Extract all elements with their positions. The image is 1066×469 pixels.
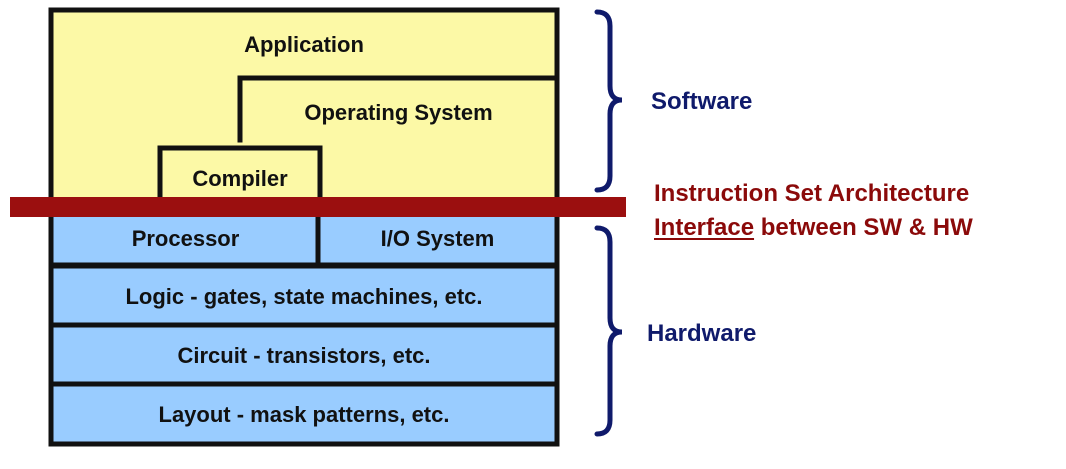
hardware-brace xyxy=(594,225,623,437)
isa-subtitle: Interface between SW & HW xyxy=(654,216,973,240)
application-label: Application xyxy=(244,32,364,57)
compiler-label: Compiler xyxy=(192,166,288,191)
logic-label: Logic - gates, state machines, etc. xyxy=(125,284,483,309)
operating-system-label: Operating System xyxy=(304,100,493,125)
software-region xyxy=(51,10,557,200)
interface-word: Interface xyxy=(654,214,755,241)
circuit-box xyxy=(51,326,557,384)
io-system-label: I/O System xyxy=(380,226,495,251)
processor-box xyxy=(51,210,320,264)
io-system-box xyxy=(318,210,557,264)
processor-label: Processor xyxy=(131,226,240,251)
logic-box xyxy=(51,267,557,325)
circuit-label: Circuit - transistors, etc. xyxy=(177,343,431,368)
isa-subtitle-rest: between SW & HW xyxy=(754,214,973,241)
software-brace xyxy=(594,9,623,193)
isa-bar xyxy=(10,197,626,217)
layout-label: Layout - mask patterns, etc. xyxy=(158,402,450,427)
hardware-label: Hardware xyxy=(647,320,757,347)
isa-title: Instruction Set Architecture xyxy=(654,180,970,207)
layout-box xyxy=(51,386,557,444)
software-label: Software xyxy=(651,88,753,115)
